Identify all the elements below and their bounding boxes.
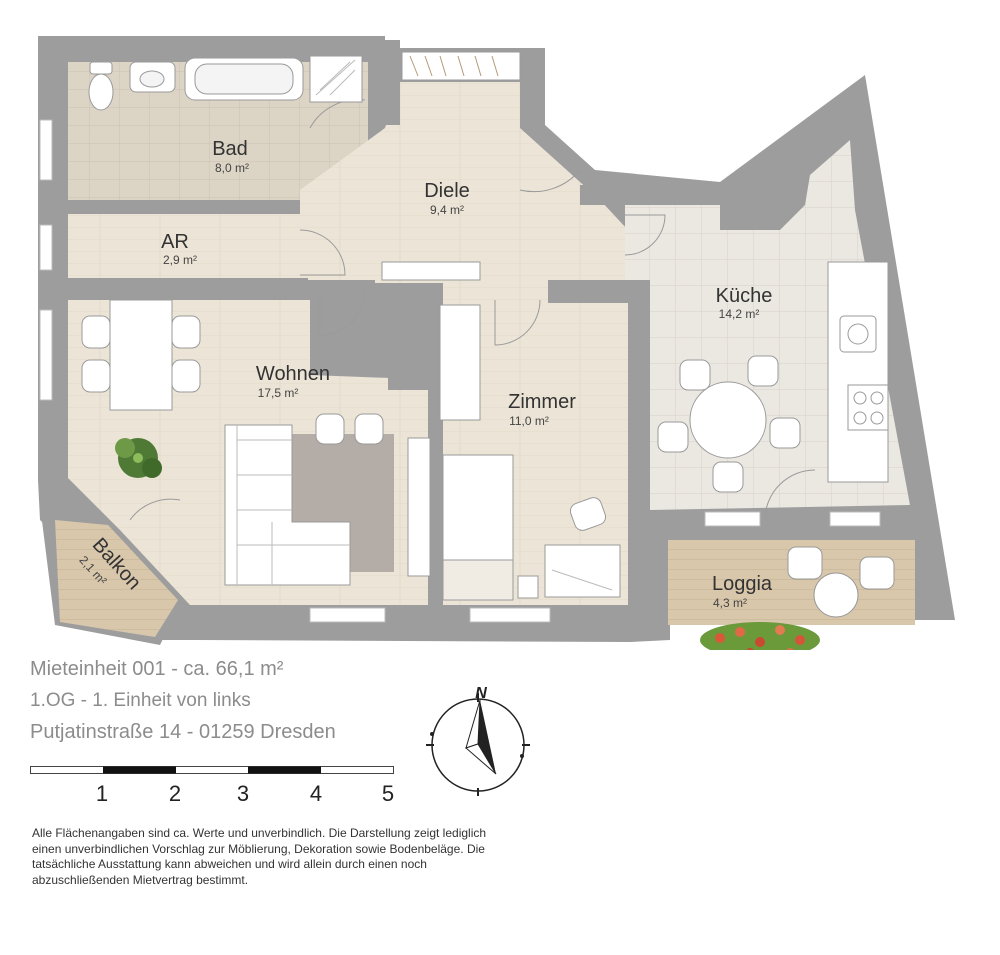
room-area-ar: 2,9 m² [163, 253, 197, 267]
scale-bar [30, 766, 394, 774]
interior-walls [68, 40, 648, 615]
room-name-zimmer: Zimmer [508, 391, 576, 413]
scale-label: 1 [95, 781, 109, 806]
compass-north-label: N [475, 685, 487, 702]
room-area-zimmer: 11,0 m² [509, 414, 549, 428]
north-arrow-icon: N [426, 685, 530, 796]
doors [129, 99, 816, 521]
room-name-diele: Diele [424, 180, 470, 202]
room-area-kueche: 14,2 m² [719, 307, 760, 321]
room-area-loggia: 4,3 m² [713, 596, 747, 610]
scale-label: 3 [236, 781, 250, 806]
room-area-bad: 8,0 m² [215, 161, 249, 175]
floor-info: 1.OG - 1. Einheit von links [30, 690, 251, 711]
scale-label: 4 [309, 781, 323, 806]
room-area-diele: 9,4 m² [430, 203, 464, 217]
room-name-loggia: Loggia [712, 573, 773, 595]
room-name-wohnen: Wohnen [256, 363, 330, 385]
room-name-ar: AR [161, 231, 189, 253]
unit-title: Mieteinheit 001 - ca. 66,1 m² [30, 658, 284, 680]
disclaimer: Alle Flächenangaben sind ca. Werte und u… [32, 826, 487, 887]
flower-box-icon [700, 622, 820, 650]
room-name-kueche: Küche [716, 285, 773, 307]
furniture [81, 51, 895, 618]
ar-floor [68, 214, 300, 278]
balkon-floor [55, 520, 178, 637]
scale-label: 5 [381, 781, 395, 806]
room-area-wohnen: 17,5 m² [258, 386, 299, 400]
address: Putjatinstraße 14 - 01259 Dresden [30, 721, 336, 743]
room-name-bad: Bad [212, 138, 248, 160]
plant-icon [115, 438, 162, 478]
diele-floor [300, 82, 628, 300]
scale-label: 2 [168, 781, 182, 806]
windows [39, 119, 881, 623]
floor-plan: Bad 8,0 m² Diele 9,4 m² AR 2,9 m² Küche … [38, 36, 955, 650]
